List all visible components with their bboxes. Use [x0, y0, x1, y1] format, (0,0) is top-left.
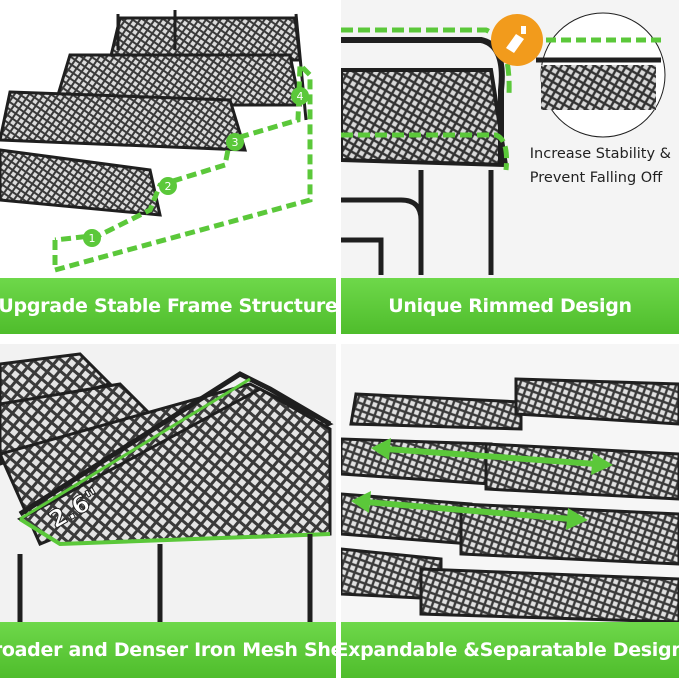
expandable-shelf-photo	[341, 344, 679, 622]
banner-expandable: Expandable &Separatable Design	[341, 622, 679, 678]
stability-note: Increase Stability & Prevent Falling Off	[529, 146, 671, 186]
banner-stable-frame: Upgrade Stable Frame Structure	[0, 278, 336, 334]
step-badge-2: 2	[165, 180, 172, 193]
stepped-shelf-photo: 1 2 3 4	[0, 0, 336, 278]
panel-expandable: Expandable &Separatable Design	[341, 344, 679, 678]
step-badge-3: 3	[232, 136, 239, 149]
banner-rimmed-design: Unique Rimmed Design	[341, 278, 679, 334]
step-badge-4: 4	[297, 90, 304, 103]
panel-stable-frame: 1 2 3 4 Upgrade Stable Frame Structure	[0, 0, 336, 334]
step-badge-1: 1	[89, 232, 96, 245]
panel-rimmed-design: Increase Stability & Prevent Falling Off…	[341, 0, 679, 334]
rimmed-shelf-photo: Increase Stability & Prevent Falling Off	[341, 0, 679, 278]
expand-arrow-icon	[351, 438, 613, 530]
panel-iron-mesh: 2.6" Broader and Denser Iron Mesh Shelf	[0, 344, 336, 678]
mesh-shelf-photo: 2.6"	[0, 344, 336, 622]
banner-iron-mesh: Broader and Denser Iron Mesh Shelf	[0, 622, 336, 678]
